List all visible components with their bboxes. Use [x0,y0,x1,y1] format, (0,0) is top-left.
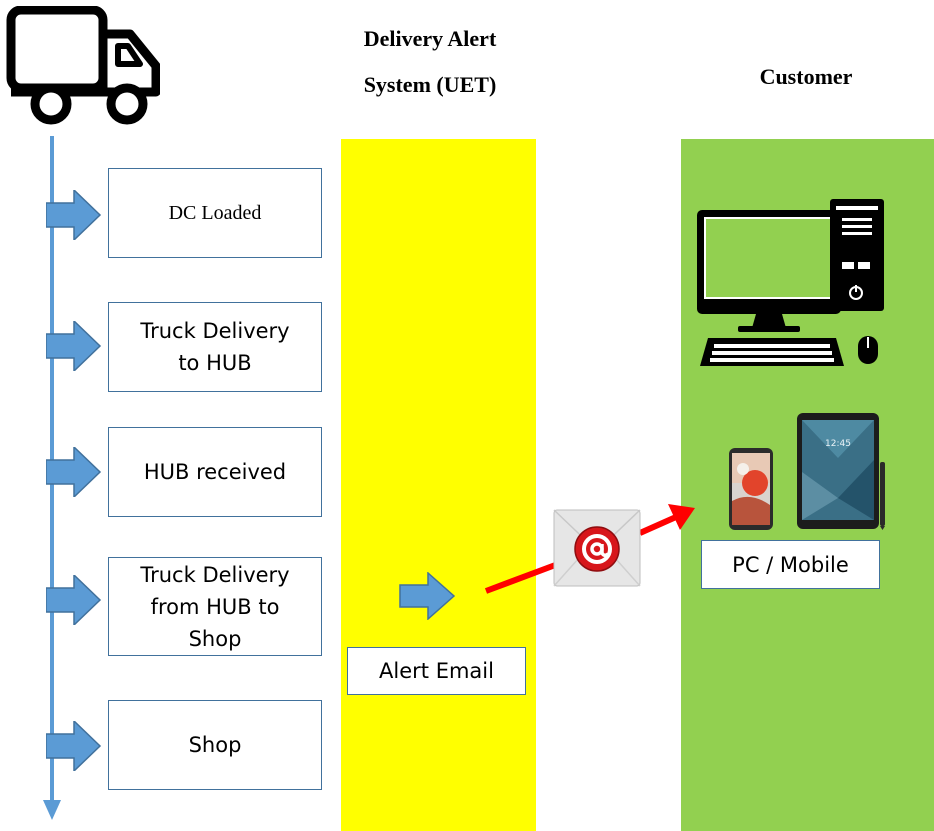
system-heading: Delivery Alert System (UET) [330,16,530,108]
stage-label: Shop [188,733,242,757]
system-block-arrow [399,572,456,620]
system-heading-line2: System (UET) [363,72,497,97]
stage-label-line1: Truck Delivery [140,319,290,343]
tablet-icon: 12:45 [797,413,885,530]
stage-box-shop: Shop [108,700,322,790]
system-band [341,139,536,831]
stage-label-line3: Shop [188,626,242,651]
stage-label: DC Loaded [168,202,262,224]
block-arrow-3 [46,447,102,497]
smartphone-icon [729,448,773,530]
stage-box-truck-from-hub: Truck Delivery from HUB to Shop [108,557,322,656]
stage-box-truck-to-hub: Truck Delivery to HUB [108,302,322,392]
email-at-icon [553,509,641,587]
desktop-computer-icon [697,199,884,366]
svg-text:12:45: 12:45 [825,439,851,449]
block-arrow-4 [46,575,102,625]
stage-label-line2: to HUB [178,351,252,375]
block-arrow-5 [46,721,102,771]
stage-box-hub-received: HUB received [108,427,322,517]
alert-email-box: Alert Email [347,647,526,695]
system-heading-line1: Delivery Alert [363,26,497,51]
red-connector [484,504,695,594]
stage-label-line1: Truck Delivery [140,562,290,587]
block-arrow-1 [46,190,102,240]
pc-mobile-box: PC / Mobile [701,540,880,589]
stage-label: HUB received [143,460,287,484]
customer-heading: Customer [759,64,853,89]
truck-icon [6,6,160,125]
stage-label-line2: from HUB to [150,594,280,619]
block-arrow-2 [46,321,102,371]
stage-box-dc-loaded: DC Loaded [108,168,322,258]
